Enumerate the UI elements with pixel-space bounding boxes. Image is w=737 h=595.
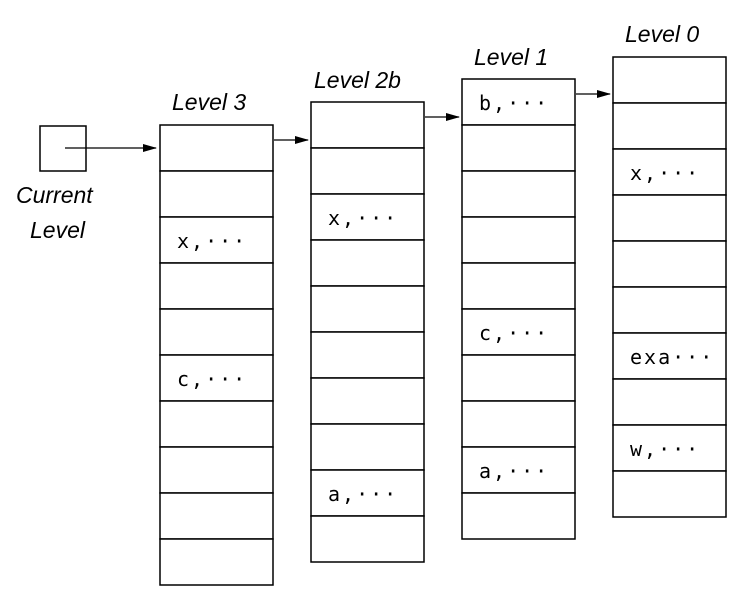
stack-cell	[612, 424, 727, 472]
stack-cell	[310, 423, 425, 471]
stack-cell	[310, 331, 425, 379]
stack-cell	[461, 400, 576, 448]
stack-title-level-2b: Level 2b	[314, 67, 401, 93]
cell-entry: c,···	[177, 367, 247, 391]
stack-title-level-3: Level 3	[172, 89, 246, 115]
stack-cell	[310, 285, 425, 333]
current-level-label-line1: Current	[16, 182, 94, 208]
stack-cell	[159, 262, 274, 310]
stack-cell	[159, 446, 274, 494]
stack-cell	[461, 354, 576, 402]
stack-cell	[612, 286, 727, 334]
stack-level-0: Level 0 x,··· exa··· w,···	[612, 21, 727, 518]
stack-cell	[159, 492, 274, 540]
stack-cell	[612, 240, 727, 288]
stack-cell	[159, 538, 274, 586]
stack-cell	[159, 354, 274, 402]
stack-cell	[461, 216, 576, 264]
stack-level-2b: Level 2b x,··· a,···	[310, 67, 425, 563]
stack-title-level-0: Level 0	[625, 21, 699, 47]
stack-cell	[461, 308, 576, 356]
cell-entry: x,···	[630, 161, 700, 185]
stack-cell	[461, 262, 576, 310]
cell-entry: a,···	[479, 459, 549, 483]
stacks-group: Level 3x,···c,···Level 2bx,···a,···Level…	[159, 21, 727, 586]
stack-level-1: Level 1 b,··· c,··· a,···	[461, 44, 576, 540]
cell-entry: a,···	[328, 482, 398, 506]
stack-cell	[461, 124, 576, 172]
stack-cell	[310, 101, 425, 149]
stack-cell	[310, 193, 425, 241]
stack-cell	[159, 400, 274, 448]
stack-cell	[461, 78, 576, 126]
stack-cell	[612, 332, 727, 380]
stack-cell	[159, 308, 274, 356]
stack-cell	[461, 492, 576, 540]
stack-cell	[310, 239, 425, 287]
cell-entry: exa···	[630, 345, 714, 369]
current-level-label-line2: Level	[30, 217, 86, 243]
stack-cell	[461, 170, 576, 218]
stack-cell	[461, 446, 576, 494]
stack-cell	[612, 148, 727, 196]
stack-title-level-1: Level 1	[474, 44, 548, 70]
stack-cell	[310, 377, 425, 425]
cell-entry: x,···	[177, 229, 247, 253]
stack-cell	[612, 102, 727, 150]
cell-entry: w,···	[630, 437, 700, 461]
stack-cell	[159, 170, 274, 218]
stack-cell	[612, 470, 727, 518]
stack-cell	[159, 124, 274, 172]
stack-cell	[612, 378, 727, 426]
cell-entry: b,···	[479, 91, 549, 115]
cell-entry: c,···	[479, 321, 549, 345]
stack-cell	[310, 147, 425, 195]
cell-entry: x,···	[328, 206, 398, 230]
stack-cell	[612, 194, 727, 242]
stack-cell	[612, 56, 727, 104]
stack-level-3: Level 3 x,··· c,···	[159, 89, 274, 586]
stack-cell	[310, 469, 425, 517]
stack-cell	[310, 515, 425, 563]
